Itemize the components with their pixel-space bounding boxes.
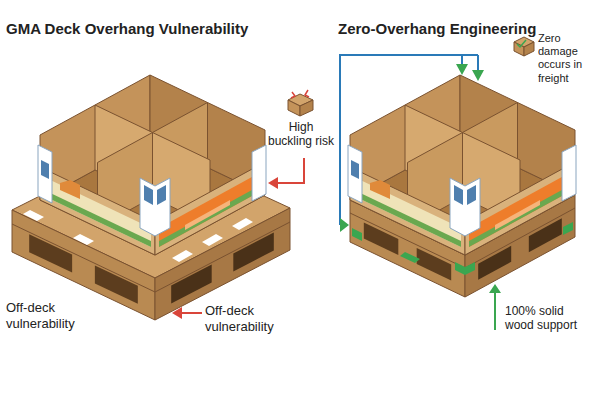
arrow-head	[340, 218, 349, 232]
leader-line	[494, 292, 496, 330]
arrow-head	[489, 284, 501, 293]
leader-line	[277, 158, 304, 183]
panel-title: GMA Deck Overhang Vulnerability	[6, 20, 316, 38]
arrow-head	[172, 307, 182, 319]
arrow-head	[472, 70, 484, 81]
callout-label: Off-deck vulnerability	[205, 303, 295, 334]
display-tray	[348, 75, 576, 255]
leader-line	[340, 55, 462, 225]
callout-label: 100% solid wood support	[505, 304, 595, 333]
leader-line	[462, 54, 478, 56]
buckling-icon	[288, 90, 313, 116]
callout-label: Off-deck vulnerability	[6, 300, 90, 331]
leader-line	[477, 55, 479, 70]
damage-free-icon	[514, 37, 534, 56]
display-tray	[38, 75, 266, 255]
callout-label: High buckling risk	[266, 120, 336, 149]
arrow-head	[268, 177, 278, 189]
leader-line	[181, 312, 202, 314]
arrow-head	[456, 64, 468, 75]
callout-label: Zero damage occurs in freight	[538, 32, 596, 85]
flush-corner-marks	[352, 222, 573, 275]
